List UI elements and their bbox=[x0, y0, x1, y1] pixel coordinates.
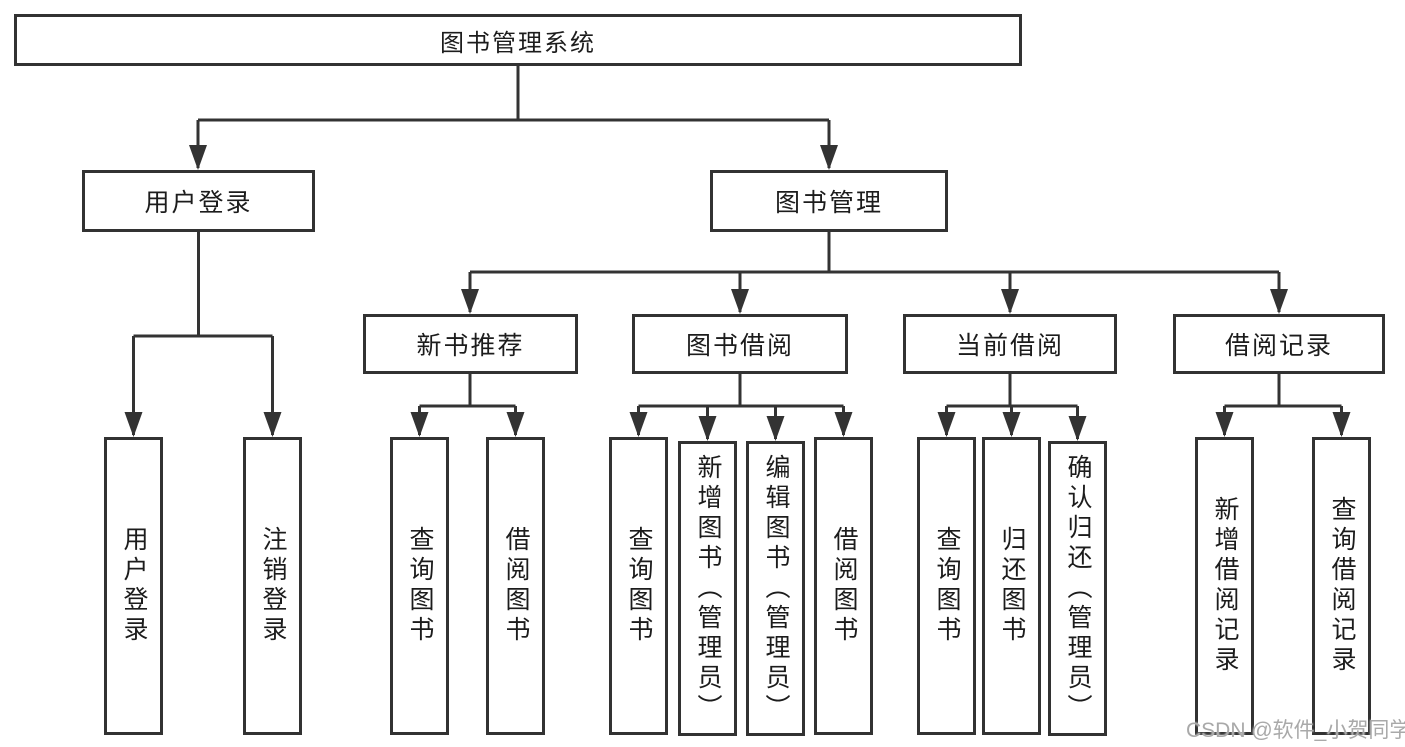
leaf-borrow-books-recommend: 借阅图书 bbox=[486, 437, 545, 735]
node-label: 当前借阅 bbox=[955, 332, 1064, 360]
node-label: 注销登录 bbox=[259, 526, 287, 646]
leaf-add-borrow-record: 新增借阅记录 bbox=[1195, 437, 1254, 735]
node-label: 归还图书 bbox=[998, 526, 1026, 646]
node-label: 图书管理 bbox=[774, 189, 883, 217]
node-new-book-recommend: 新书推荐 bbox=[363, 314, 578, 374]
leaf-add-books-admin: 新增图书（管理员） bbox=[678, 441, 737, 736]
node-borrow-records: 借阅记录 bbox=[1173, 314, 1385, 374]
node-label: 用户登录 bbox=[144, 189, 253, 217]
node-label: 确认归还（管理员） bbox=[1064, 453, 1092, 724]
node-book-borrow: 图书借阅 bbox=[632, 314, 848, 374]
leaf-logout: 注销登录 bbox=[243, 437, 302, 735]
node-label: 查询图书 bbox=[406, 526, 434, 646]
arrowhead-icons bbox=[124, 145, 1351, 441]
node-label: 查询借阅记录 bbox=[1328, 496, 1356, 676]
leaf-query-books-current: 查询图书 bbox=[917, 437, 976, 735]
node-label: 图书借阅 bbox=[685, 332, 794, 360]
node-label: 借阅图书 bbox=[502, 526, 530, 646]
node-label: 借阅图书 bbox=[830, 526, 858, 646]
node-book-management-system: 图书管理系统 bbox=[14, 14, 1022, 66]
leaf-user-login: 用户登录 bbox=[104, 437, 163, 735]
node-current-borrow: 当前借阅 bbox=[903, 314, 1117, 374]
node-label: 新书推荐 bbox=[416, 332, 525, 360]
node-label: 借阅记录 bbox=[1224, 332, 1333, 360]
node-label: 查询图书 bbox=[933, 526, 961, 646]
leaf-return-books: 归还图书 bbox=[982, 437, 1041, 735]
leaf-query-books-borrow: 查询图书 bbox=[609, 437, 668, 735]
node-book-management: 图书管理 bbox=[710, 170, 948, 232]
node-label: 新增图书（管理员） bbox=[694, 453, 722, 724]
leaf-borrow-books: 借阅图书 bbox=[814, 437, 873, 735]
leaf-confirm-return-admin: 确认归还（管理员） bbox=[1048, 441, 1107, 736]
node-label: 新增借阅记录 bbox=[1211, 496, 1239, 676]
node-user-login: 用户登录 bbox=[82, 170, 315, 232]
watermark: CSDN @软件_小贺同学 bbox=[1186, 719, 1405, 742]
node-label: 查询图书 bbox=[625, 526, 653, 646]
node-label: 用户登录 bbox=[120, 526, 148, 646]
leaf-query-books-recommend: 查询图书 bbox=[390, 437, 449, 735]
leaf-edit-books-admin: 编辑图书（管理员） bbox=[746, 441, 805, 736]
leaf-query-borrow-record: 查询借阅记录 bbox=[1312, 437, 1371, 735]
node-label: 图书管理系统 bbox=[440, 29, 596, 57]
node-label: 编辑图书（管理员） bbox=[762, 453, 790, 724]
